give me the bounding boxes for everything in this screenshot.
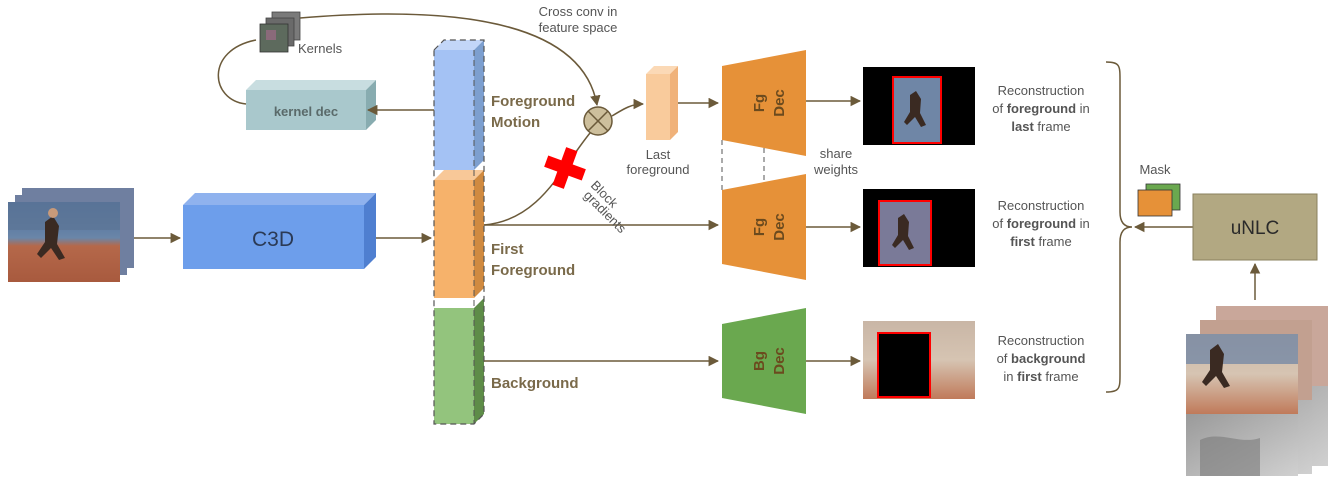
kernel-dec-block: kernel dec bbox=[246, 80, 376, 130]
recon3-first: first bbox=[1017, 369, 1042, 384]
first-fg-label-1: First bbox=[491, 241, 524, 258]
background-label: Background bbox=[491, 375, 579, 392]
brace bbox=[1105, 61, 1133, 393]
svg-text:of foreground in: of foreground in bbox=[992, 101, 1090, 116]
recon1-in: in bbox=[1076, 101, 1090, 116]
recon-image-first-fg bbox=[863, 189, 975, 267]
recon3-of: of bbox=[997, 351, 1011, 366]
svg-text:last frame: last frame bbox=[1011, 119, 1070, 134]
cross-conv-operator bbox=[583, 106, 613, 136]
recon2-fg: foreground bbox=[1007, 216, 1076, 231]
recon1-last: last bbox=[1011, 119, 1034, 134]
fg-motion-label-2: Motion bbox=[491, 114, 540, 131]
recon-text-1: Reconstruction of foreground in last fra… bbox=[992, 83, 1090, 134]
unlc-label: uNLC bbox=[1231, 218, 1280, 239]
bg-dec-label-2: Dec bbox=[771, 347, 788, 375]
share-label-2: weights bbox=[813, 162, 859, 177]
recon1-frame: frame bbox=[1034, 119, 1071, 134]
recon3-bg: background bbox=[1011, 351, 1085, 366]
recon2-of: of bbox=[992, 216, 1006, 231]
fg-motion-label-1: Foreground bbox=[491, 93, 575, 110]
cross-conv-label-2: feature space bbox=[539, 20, 618, 35]
svg-text:of foreground in: of foreground in bbox=[992, 216, 1090, 231]
last-fg-label-2: foreground bbox=[627, 162, 690, 177]
fg-dec-top: Fg Dec bbox=[722, 50, 806, 156]
fg-dec-mid-label-1: Fg bbox=[751, 218, 768, 236]
recon-text-2: Reconstruction of foreground in first fr… bbox=[992, 198, 1090, 249]
recon2-frame: frame bbox=[1035, 234, 1072, 249]
svg-text:in first frame: in first frame bbox=[1003, 369, 1078, 384]
kernel-dec-label: kernel dec bbox=[274, 104, 338, 119]
path-firstfg-to-conv bbox=[483, 132, 591, 226]
fg-dec-top-label-2: Dec bbox=[771, 89, 788, 117]
c3d-block: C3D bbox=[183, 193, 376, 269]
unlc-input-frames bbox=[1186, 306, 1328, 476]
arrow-kernels-to-conv bbox=[299, 13, 601, 107]
mask-label: Mask bbox=[1139, 162, 1171, 177]
recon3-frame: frame bbox=[1042, 369, 1079, 384]
recon1-fg: foreground bbox=[1007, 101, 1076, 116]
recon-image-background bbox=[863, 321, 975, 399]
kernels-icon bbox=[259, 11, 301, 53]
kernels-label: Kernels bbox=[298, 41, 343, 56]
recon2-in: in bbox=[1076, 216, 1090, 231]
recon3-line1: Reconstruction bbox=[998, 333, 1085, 348]
c3d-label: C3D bbox=[252, 228, 294, 251]
fg-dec-mid-label-2: Dec bbox=[771, 213, 788, 241]
input-frames bbox=[8, 188, 134, 282]
share-label-1: share bbox=[820, 146, 853, 161]
last-fg-block bbox=[646, 66, 678, 140]
recon-text-3: Reconstruction of background in first fr… bbox=[997, 333, 1086, 384]
recon1-of: of bbox=[992, 101, 1006, 116]
mask-icon bbox=[1137, 183, 1181, 217]
feature-column bbox=[433, 39, 485, 425]
recon2-first: first bbox=[1010, 234, 1035, 249]
bg-dec: Bg Dec bbox=[722, 308, 806, 414]
recon1-line1: Reconstruction bbox=[998, 83, 1085, 98]
recon-image-last-fg bbox=[863, 67, 975, 145]
svg-text:of background: of background bbox=[997, 351, 1086, 366]
last-fg-label-1: Last bbox=[646, 147, 671, 162]
fg-dec-mid: Fg Dec bbox=[722, 174, 806, 280]
unlc-block: uNLC bbox=[1192, 193, 1318, 261]
first-fg-label-2: Foreground bbox=[491, 262, 575, 279]
svg-text:first frame: first frame bbox=[1010, 234, 1071, 249]
recon2-line1: Reconstruction bbox=[998, 198, 1085, 213]
arrow-conv-to-last-fg bbox=[611, 98, 645, 117]
bg-dec-label-1: Bg bbox=[751, 351, 768, 371]
block-gradients-icon bbox=[544, 147, 586, 189]
cross-conv-label-1: Cross conv in bbox=[539, 4, 618, 19]
fg-dec-top-label-1: Fg bbox=[751, 94, 768, 112]
kernel-loop-path bbox=[217, 39, 257, 105]
recon3-in: in bbox=[1003, 369, 1017, 384]
